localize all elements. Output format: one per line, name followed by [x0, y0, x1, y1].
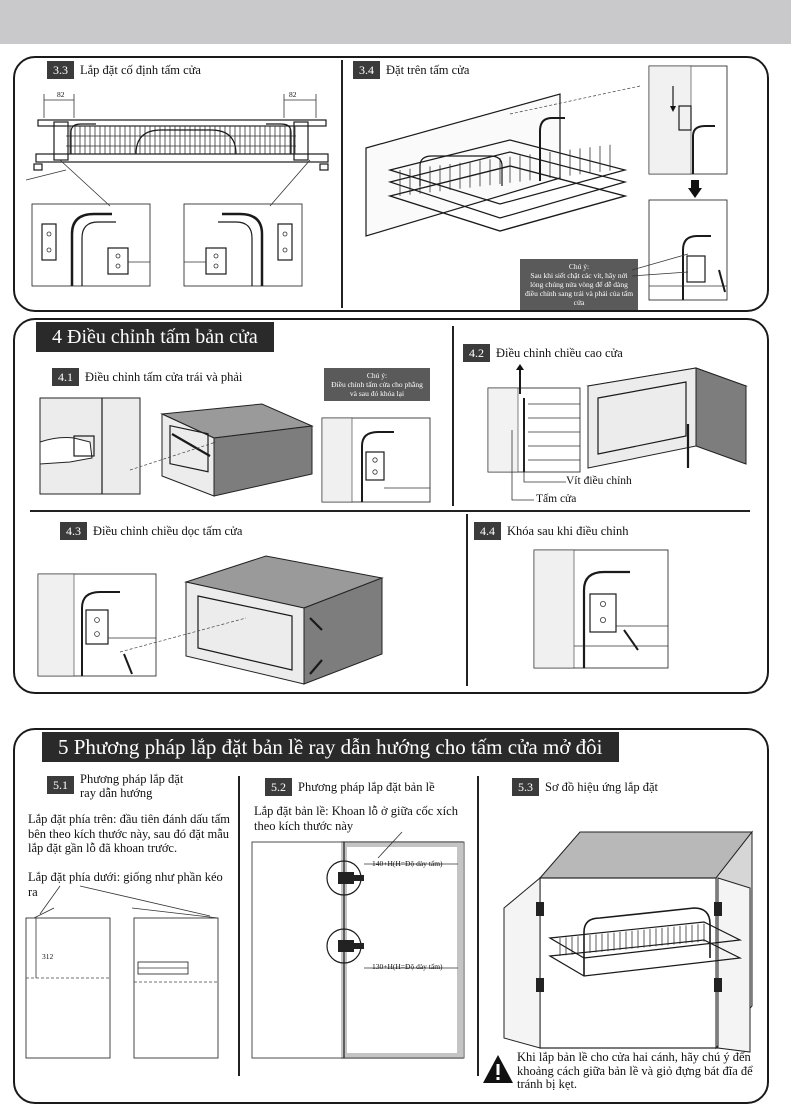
label-door-panel: Tấm cửa [536, 493, 577, 505]
note-4-1-title: Chú ý: [366, 371, 388, 380]
dim-312: 312 [42, 952, 54, 961]
title-section-4: 4 Điều chỉnh tấm bản cửa [36, 322, 274, 352]
tag-5-3: 5.3 [512, 778, 539, 796]
basket-front-drawing [25, 94, 329, 181]
tag-5-2: 5.2 [265, 778, 292, 796]
divider-row-4 [30, 510, 750, 512]
lock-detail-4-4 [533, 549, 669, 669]
tag-4-3: 4.3 [60, 522, 87, 540]
title-5-1-line2: ray dẫn hướng [80, 786, 153, 800]
title-5-3: Sơ đồ hiệu ứng lắp đặt [545, 779, 659, 794]
note-4-1: Chú ý: Điều chỉnh tấm cửa cho phẳng và s… [324, 368, 430, 401]
installed-cabinet-drawing [503, 830, 754, 1053]
warning-text-5-3: Khi lắp bản lề cho cửa hai cánh, hãy chú… [517, 1050, 753, 1091]
warning-triangle-icon [483, 1055, 513, 1083]
divider-51-52 [238, 776, 240, 1076]
hinge-drill-drawing [251, 831, 465, 1059]
title-4-3: Điều chỉnh chiều dọc tấm cửa [93, 523, 243, 538]
text-5-1-top: Lắp đặt phía trên: đầu tiên đánh dấu tấm… [28, 812, 231, 855]
heading-4-1: 4.1 Điều chỉnh tấm cửa trái và phải [52, 368, 242, 386]
text-5-1-bottom: Lắp đặt phía dưới: giống như phần kéo ra [28, 870, 223, 899]
heading-5-3: 5.3 Sơ đồ hiệu ứng lắp đặt [512, 778, 658, 796]
side-panel-drawing-left [25, 907, 111, 1059]
heading-4-3: 4.3 Điều chỉnh chiều dọc tấm cửa [60, 522, 242, 540]
tag-4-4: 4.4 [474, 522, 501, 540]
title-5-2: Phương pháp lắp đặt bản lề [298, 779, 435, 794]
tag-5-1: 5.1 [47, 776, 74, 794]
arrow-down-icon [688, 180, 702, 198]
door-with-hand-drawing [39, 397, 141, 495]
tag-4-1: 4.1 [52, 368, 79, 386]
heading-3-3: 3.3 Lắp đặt cố định tấm cửa [47, 61, 201, 79]
door-detail-top [648, 65, 728, 175]
door-detail-bottom [648, 199, 728, 301]
title-4-4: Khóa sau khi điều chỉnh [507, 523, 629, 538]
note-3-4-title: Chú ý: [568, 262, 590, 271]
title-4-1: Điều chỉnh tấm cửa trái và phải [85, 369, 243, 384]
divider-43-44 [466, 514, 468, 686]
callout-lines-51 [39, 885, 211, 917]
heading-5-2: 5.2 Phương pháp lắp đặt bản lề [265, 778, 435, 796]
callout-lines-34 [631, 253, 689, 277]
hinge-detail-4-3 [37, 573, 157, 677]
callout-line-43 [119, 617, 247, 653]
callout-lines-33 [59, 159, 311, 207]
label-adjust-screw: Vít điều chỉnh [566, 475, 632, 487]
cabinet-box-4-2 [586, 367, 748, 469]
dim-82-right: 82 [289, 90, 297, 99]
hinge-detail-right [183, 203, 303, 287]
tag-3-3: 3.3 [47, 61, 74, 79]
title-3-3: Lắp đặt cố định tấm cửa [80, 62, 201, 77]
basket-on-door-drawing [365, 85, 641, 237]
heading-3-4: 3.4 Đặt trên tấm cửa [353, 61, 469, 79]
callout-lines-42 [511, 430, 566, 501]
text-5-2: Lắp đặt bản lề: Khoan lỗ ở giữa cốc xích… [254, 804, 458, 833]
note-3-4: Chú ý: Sau khi siết chặt các vít, hãy nớ… [520, 259, 638, 310]
heading-5-1: 5.1 Phương pháp lắp đặt ray dẫn hướng [47, 772, 183, 800]
heading-4-2: 4.2 Điều chỉnh chiều cao cửa [463, 344, 623, 362]
title-5-1-line1: Phương pháp lắp đặt [80, 772, 184, 786]
cabinet-box-4-3 [184, 555, 384, 685]
dim-82-left: 82 [57, 90, 65, 99]
cabinet-box-4-1 [160, 403, 314, 497]
title-4-2: Điều chỉnh chiều cao cửa [496, 345, 623, 360]
note-4-1-body: Điều chỉnh tấm cửa cho phẳng và sau đó k… [331, 380, 423, 398]
dim-130: 130+H(H=Độ dày tấm) [372, 962, 443, 971]
door-height-detail [487, 364, 581, 473]
hinge-detail-left [31, 203, 151, 287]
title-section-5: 5 Phương pháp lắp đặt bản lề ray dẫn hướ… [42, 732, 619, 762]
divider-52-53 [477, 776, 479, 1076]
title-3-4: Đặt trên tấm cửa [386, 62, 470, 77]
divider-33-34 [341, 60, 343, 308]
top-banner [0, 0, 791, 44]
dim-140: 140+H(H=Độ dày tấm) [372, 859, 443, 868]
note-3-4-body: Sau khi siết chặt các vít, hãy nới lỏng … [524, 271, 634, 307]
callout-line-41 [129, 441, 217, 471]
hinge-detail-4-1 [321, 417, 431, 503]
tag-3-4: 3.4 [353, 61, 380, 79]
heading-4-4: 4.4 Khóa sau khi điều chỉnh [474, 522, 629, 540]
side-panel-drawing-right [131, 907, 219, 1059]
tag-4-2: 4.2 [463, 344, 490, 362]
divider-41-42 [452, 326, 454, 506]
